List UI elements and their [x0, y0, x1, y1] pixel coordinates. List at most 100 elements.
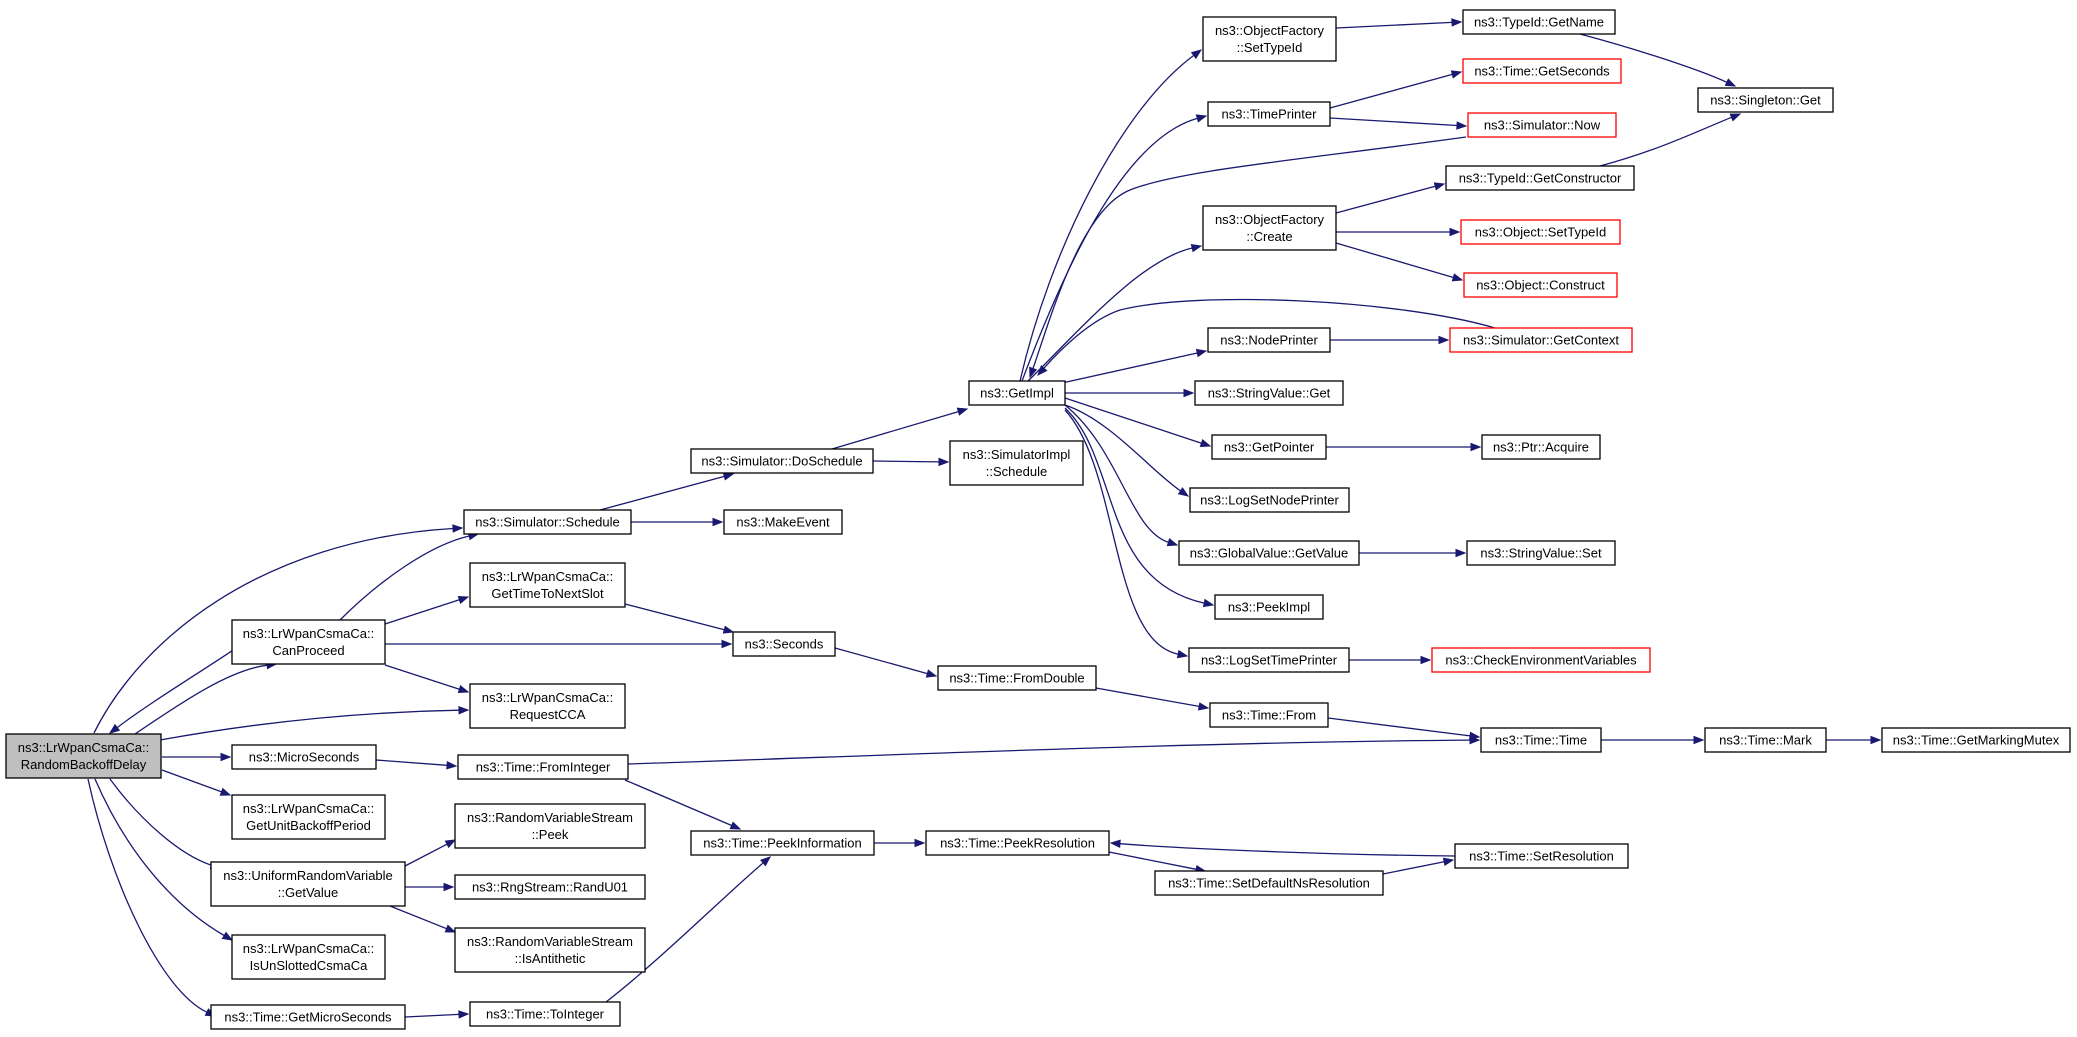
node-box[interactable]	[1214, 594, 1324, 620]
node-do-schedule[interactable]: ns3::Simulator::DoSchedule	[690, 448, 874, 474]
node-box[interactable]	[454, 927, 646, 973]
node-time-from[interactable]: ns3::Time::From	[1209, 702, 1329, 728]
node-rvs-peek[interactable]: ns3::RandomVariableStream::Peek	[454, 803, 646, 849]
node-box[interactable]	[1188, 647, 1350, 673]
node-globalvalue-getvalue[interactable]: ns3::GlobalValue::GetValue	[1178, 540, 1360, 566]
node-from-double[interactable]: ns3::Time::FromDouble	[937, 665, 1097, 691]
node-box[interactable]	[231, 934, 386, 980]
node-box[interactable]	[1454, 843, 1629, 869]
node-time-mark[interactable]: ns3::Time::Mark	[1704, 727, 1827, 753]
node-ptr-acquire[interactable]: ns3::Ptr::Acquire	[1481, 434, 1601, 460]
node-unit-backoff[interactable]: ns3::LrWpanCsmaCa::GetUnitBackoffPeriod	[231, 794, 386, 840]
node-box[interactable]	[1431, 647, 1651, 673]
node-canproceed[interactable]: ns3::LrWpanCsmaCa::CanProceed	[231, 619, 386, 665]
node-box[interactable]	[1202, 205, 1337, 251]
node-box[interactable]	[1445, 165, 1635, 191]
node-simulator-getcontext[interactable]: ns3::Simulator::GetContext	[1449, 327, 1633, 353]
node-peek-impl[interactable]: ns3::PeekImpl	[1214, 594, 1324, 620]
node-box[interactable]	[454, 803, 646, 849]
node-box[interactable]	[463, 509, 632, 535]
node-box[interactable]	[1460, 219, 1621, 245]
node-box[interactable]	[1480, 727, 1602, 753]
node-box[interactable]	[5, 733, 162, 779]
node-box[interactable]	[231, 619, 386, 665]
node-box[interactable]	[1207, 101, 1331, 127]
node-box[interactable]	[690, 448, 874, 474]
node-request-cca[interactable]: ns3::LrWpanCsmaCa::RequestCCA	[469, 683, 626, 729]
node-box[interactable]	[1211, 434, 1327, 460]
node-box[interactable]	[949, 440, 1084, 486]
node-sim-schedule[interactable]: ns3::Simulator::Schedule	[463, 509, 632, 535]
node-time-printer[interactable]: ns3::TimePrinter	[1207, 101, 1331, 127]
node-time-set-resolution[interactable]: ns3::Time::SetResolution	[1454, 843, 1629, 869]
node-get-pointer[interactable]: ns3::GetPointer	[1211, 434, 1327, 460]
node-time-to-next-slot[interactable]: ns3::LrWpanCsmaCa::GetTimeToNextSlot	[469, 562, 626, 608]
node-rvs-antithetic[interactable]: ns3::RandomVariableStream::IsAntithetic	[454, 927, 646, 973]
node-simimpl-schedule[interactable]: ns3::SimulatorImpl::Schedule	[949, 440, 1084, 486]
node-box[interactable]	[1194, 380, 1344, 406]
node-box[interactable]	[1462, 9, 1616, 35]
node-box[interactable]	[925, 830, 1110, 856]
node-get-impl[interactable]: ns3::GetImpl	[968, 380, 1066, 406]
node-box[interactable]	[1481, 434, 1601, 460]
node-root[interactable]: ns3::LrWpanCsmaCa::RandomBackoffDelay	[5, 733, 162, 779]
node-box[interactable]	[1697, 87, 1834, 113]
node-check-env-vars[interactable]: ns3::CheckEnvironmentVariables	[1431, 647, 1651, 673]
node-object-construct[interactable]: ns3::Object::Construct	[1463, 272, 1618, 298]
node-box[interactable]	[1202, 16, 1337, 62]
node-box[interactable]	[1207, 327, 1331, 353]
node-box[interactable]	[469, 683, 626, 729]
node-box[interactable]	[732, 631, 836, 657]
node-seconds[interactable]: ns3::Seconds	[732, 631, 836, 657]
node-box[interactable]	[1881, 727, 2071, 753]
node-box[interactable]	[210, 861, 406, 907]
node-box[interactable]	[1178, 540, 1360, 566]
node-log-set-time-printer[interactable]: ns3::LogSetTimePrinter	[1188, 647, 1350, 673]
node-of-create[interactable]: ns3::ObjectFactory::Create	[1202, 205, 1337, 251]
node-stringvalue-set[interactable]: ns3::StringValue::Set	[1466, 540, 1616, 566]
node-box[interactable]	[1449, 327, 1633, 353]
node-is-unslotted[interactable]: ns3::LrWpanCsmaCa::IsUnSlottedCsmaCa	[231, 934, 386, 980]
node-typeid-getconstructor[interactable]: ns3::TypeId::GetConstructor	[1445, 165, 1635, 191]
node-microseconds[interactable]: ns3::MicroSeconds	[231, 744, 377, 770]
node-from-integer[interactable]: ns3::Time::FromInteger	[457, 754, 629, 780]
node-randu01[interactable]: ns3::RngStream::RandU01	[454, 874, 646, 900]
node-time-getseconds[interactable]: ns3::Time::GetSeconds	[1462, 58, 1622, 84]
node-get-microseconds[interactable]: ns3::Time::GetMicroSeconds	[210, 1004, 406, 1030]
node-box[interactable]	[968, 380, 1066, 406]
node-time-time[interactable]: ns3::Time::Time	[1480, 727, 1602, 753]
node-box[interactable]	[1467, 112, 1617, 138]
node-simulator-now[interactable]: ns3::Simulator::Now	[1467, 112, 1617, 138]
node-of-settypeid[interactable]: ns3::ObjectFactory::SetTypeId	[1202, 16, 1337, 62]
node-peek-resolution[interactable]: ns3::Time::PeekResolution	[925, 830, 1110, 856]
node-box[interactable]	[1189, 487, 1350, 513]
node-box[interactable]	[1704, 727, 1827, 753]
node-box[interactable]	[1462, 58, 1622, 84]
node-make-event[interactable]: ns3::MakeEvent	[723, 509, 843, 535]
node-log-set-node-printer[interactable]: ns3::LogSetNodePrinter	[1189, 487, 1350, 513]
node-get-marking-mutex[interactable]: ns3::Time::GetMarkingMutex	[1881, 727, 2071, 753]
node-box[interactable]	[469, 562, 626, 608]
node-box[interactable]	[231, 744, 377, 770]
node-singleton-get[interactable]: ns3::Singleton::Get	[1697, 87, 1834, 113]
node-box[interactable]	[454, 874, 646, 900]
node-box[interactable]	[1154, 870, 1384, 896]
node-box[interactable]	[210, 1004, 406, 1030]
node-box[interactable]	[723, 509, 843, 535]
node-box[interactable]	[690, 830, 875, 856]
node-peek-information[interactable]: ns3::Time::PeekInformation	[690, 830, 875, 856]
node-box[interactable]	[937, 665, 1097, 691]
node-box[interactable]	[1209, 702, 1329, 728]
node-box[interactable]	[231, 794, 386, 840]
node-box[interactable]	[1466, 540, 1616, 566]
node-box[interactable]	[457, 754, 629, 780]
node-to-integer[interactable]: ns3::Time::ToInteger	[469, 1001, 621, 1027]
node-typeid-getname[interactable]: ns3::TypeId::GetName	[1462, 9, 1616, 35]
node-box[interactable]	[1463, 272, 1618, 298]
node-box[interactable]	[469, 1001, 621, 1027]
node-object-settypeid[interactable]: ns3::Object::SetTypeId	[1460, 219, 1621, 245]
node-set-default-ns-resolution[interactable]: ns3::Time::SetDefaultNsResolution	[1154, 870, 1384, 896]
node-node-printer[interactable]: ns3::NodePrinter	[1207, 327, 1331, 353]
node-stringvalue-get[interactable]: ns3::StringValue::Get	[1194, 380, 1344, 406]
node-uniform-getvalue[interactable]: ns3::UniformRandomVariable::GetValue	[210, 861, 406, 907]
